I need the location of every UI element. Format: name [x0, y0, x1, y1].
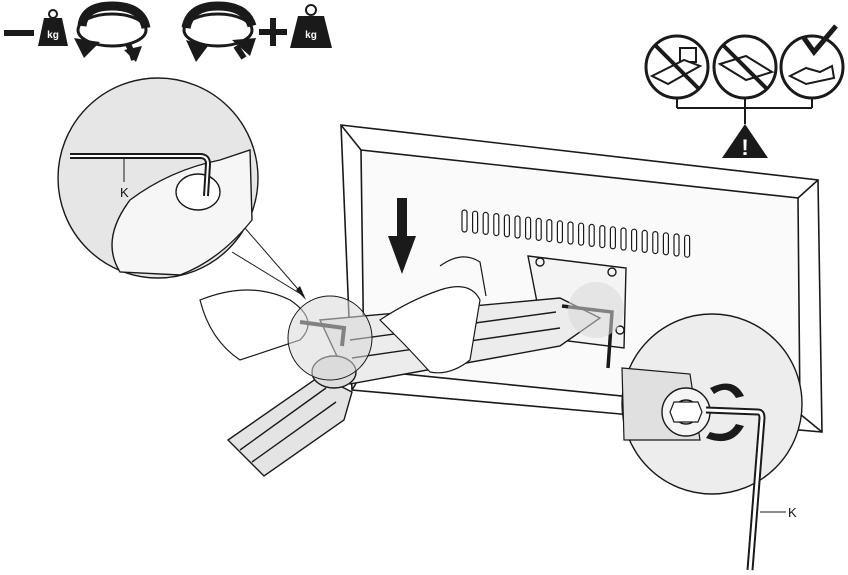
warning-panel: ! [644, 24, 845, 160]
vent-slot [652, 231, 659, 255]
prohibited-mount-icon [712, 34, 778, 100]
prohibited-mount-icon [644, 34, 710, 100]
detail-highlight [287, 295, 373, 381]
rotate-clockwise-icon [181, 1, 257, 62]
warning-symbol: ! [741, 135, 748, 160]
detail-magnifier-right: K [621, 313, 803, 571]
weight-icon: kg [290, 4, 332, 48]
tool-label: K [120, 185, 129, 200]
weight-icon: kg [38, 9, 68, 46]
vent-slot [641, 229, 648, 253]
vent-slots [461, 209, 691, 258]
rotate-arrows-icon [706, 383, 744, 442]
vent-slot [630, 228, 638, 252]
down-arrow-icon [388, 198, 416, 274]
vent-slot [567, 221, 574, 245]
vent-slot [493, 213, 500, 237]
approved-mount-icon [779, 24, 845, 100]
vent-slot [599, 225, 606, 249]
plus-sign [259, 18, 287, 46]
vent-slot [524, 216, 532, 240]
vent-slot [577, 222, 585, 246]
vent-slot [514, 215, 521, 239]
vent-slot [609, 226, 617, 250]
vent-slot [482, 211, 489, 235]
vent-slot [556, 220, 564, 244]
tool-label: K [788, 505, 797, 520]
tension-legend: kg kg [4, 1, 332, 62]
vent-slot [503, 214, 510, 238]
vent-slot [546, 219, 553, 243]
hands [199, 256, 487, 374]
vent-slot [620, 227, 627, 251]
detail-magnifier-left: K [57, 77, 306, 300]
vent-slot [588, 223, 595, 247]
weight-label: kg [305, 30, 317, 41]
vent-slot [673, 233, 680, 257]
vent-slot [461, 209, 468, 233]
vent-slot [535, 217, 542, 241]
detail-highlight [568, 282, 624, 338]
minus-sign [4, 30, 34, 36]
rotate-counterclockwise-icon [74, 1, 151, 62]
weight-label: kg [47, 30, 59, 41]
vent-slot [683, 234, 691, 258]
vent-slot [472, 210, 479, 234]
warning-triangle-icon: ! [722, 124, 768, 160]
vent-slot [662, 232, 670, 256]
